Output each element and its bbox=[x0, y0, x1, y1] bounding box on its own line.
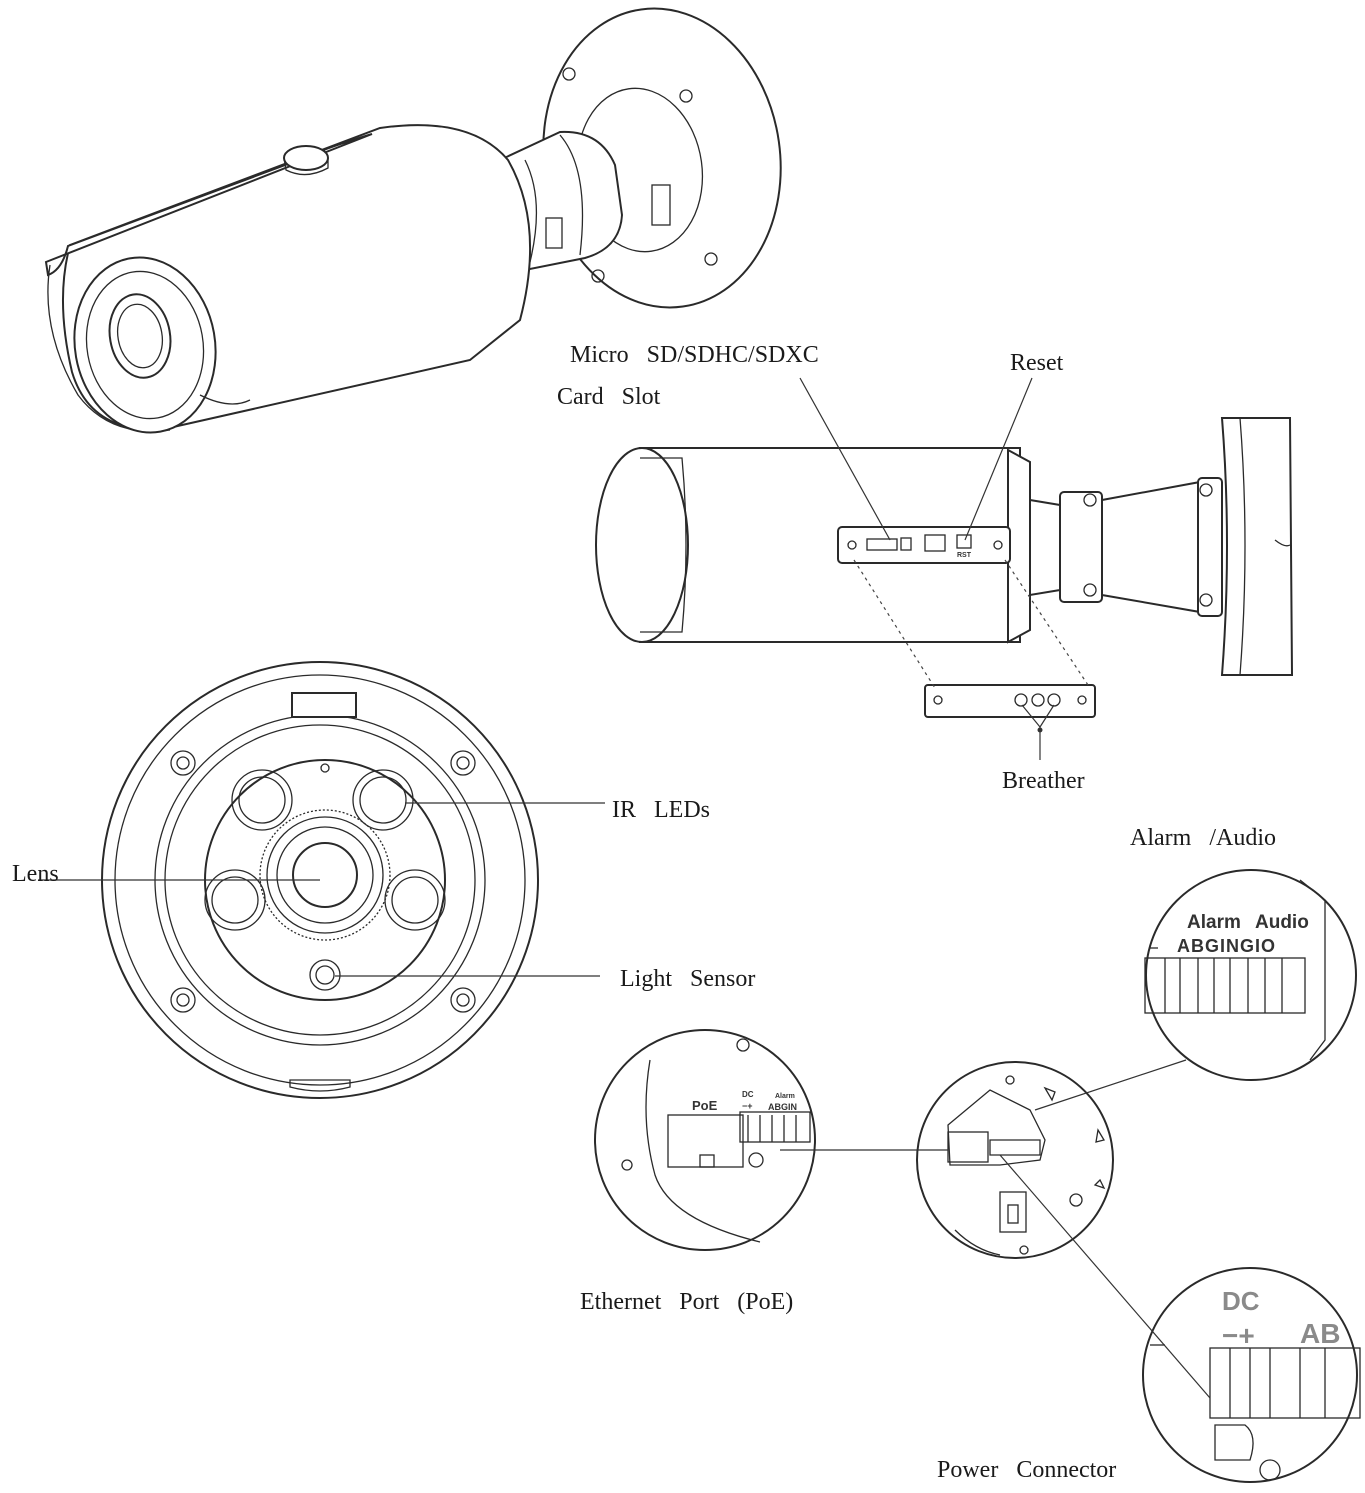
reset-label: Reset bbox=[1010, 350, 1064, 376]
sd-slot-label-line1: Micro SD/SDHC/SDXC bbox=[570, 342, 819, 368]
breather-label: Breather bbox=[1002, 768, 1085, 794]
dc-next-pins-text: AB bbox=[1300, 1318, 1340, 1349]
poe-dc-label-text: DC bbox=[742, 1090, 754, 1099]
rear-board-view bbox=[916, 1061, 1114, 1259]
ir-leds-label: IR LEDs bbox=[612, 797, 710, 823]
dc-pins-text: −+ bbox=[1222, 1320, 1255, 1351]
bullet-camera-side-view: RST bbox=[595, 417, 1294, 718]
leader-lines bbox=[38, 377, 1211, 1399]
alarm-audio-pins-text: ABGINGIO bbox=[1177, 936, 1276, 956]
poe-alarm-label-text: Alarm bbox=[775, 1093, 795, 1100]
power-connector-label: Power Connector bbox=[937, 1457, 1117, 1483]
dc-title-text: DC bbox=[1222, 1286, 1260, 1316]
panel-rst-text: RST bbox=[957, 552, 972, 559]
bullet-camera-perspective bbox=[44, 7, 782, 434]
lens-label: Lens bbox=[12, 861, 59, 887]
ethernet-port-magnifier: PoE DC −+ Alarm ABGIN bbox=[594, 1029, 816, 1251]
poe-dc-pins-text: −+ bbox=[742, 1101, 753, 1111]
sd-slot-label-line2: Card Slot bbox=[557, 384, 661, 410]
alarm-audio-label: Alarm /Audio bbox=[1130, 825, 1276, 851]
poe-alarm-pins-text: ABGIN bbox=[768, 1102, 797, 1112]
poe-label-text: PoE bbox=[692, 1098, 718, 1113]
ethernet-port-label: Ethernet Port (PoE) bbox=[580, 1289, 794, 1315]
audio-title-text: Audio bbox=[1255, 912, 1309, 933]
light-sensor-label: Light Sensor bbox=[620, 966, 756, 992]
alarm-title-text: Alarm bbox=[1187, 912, 1241, 933]
alarm-audio-magnifier: Alarm Audio ABGINGIO bbox=[1144, 869, 1357, 1081]
power-connector-magnifier: DC −+ AB bbox=[1142, 1267, 1361, 1483]
